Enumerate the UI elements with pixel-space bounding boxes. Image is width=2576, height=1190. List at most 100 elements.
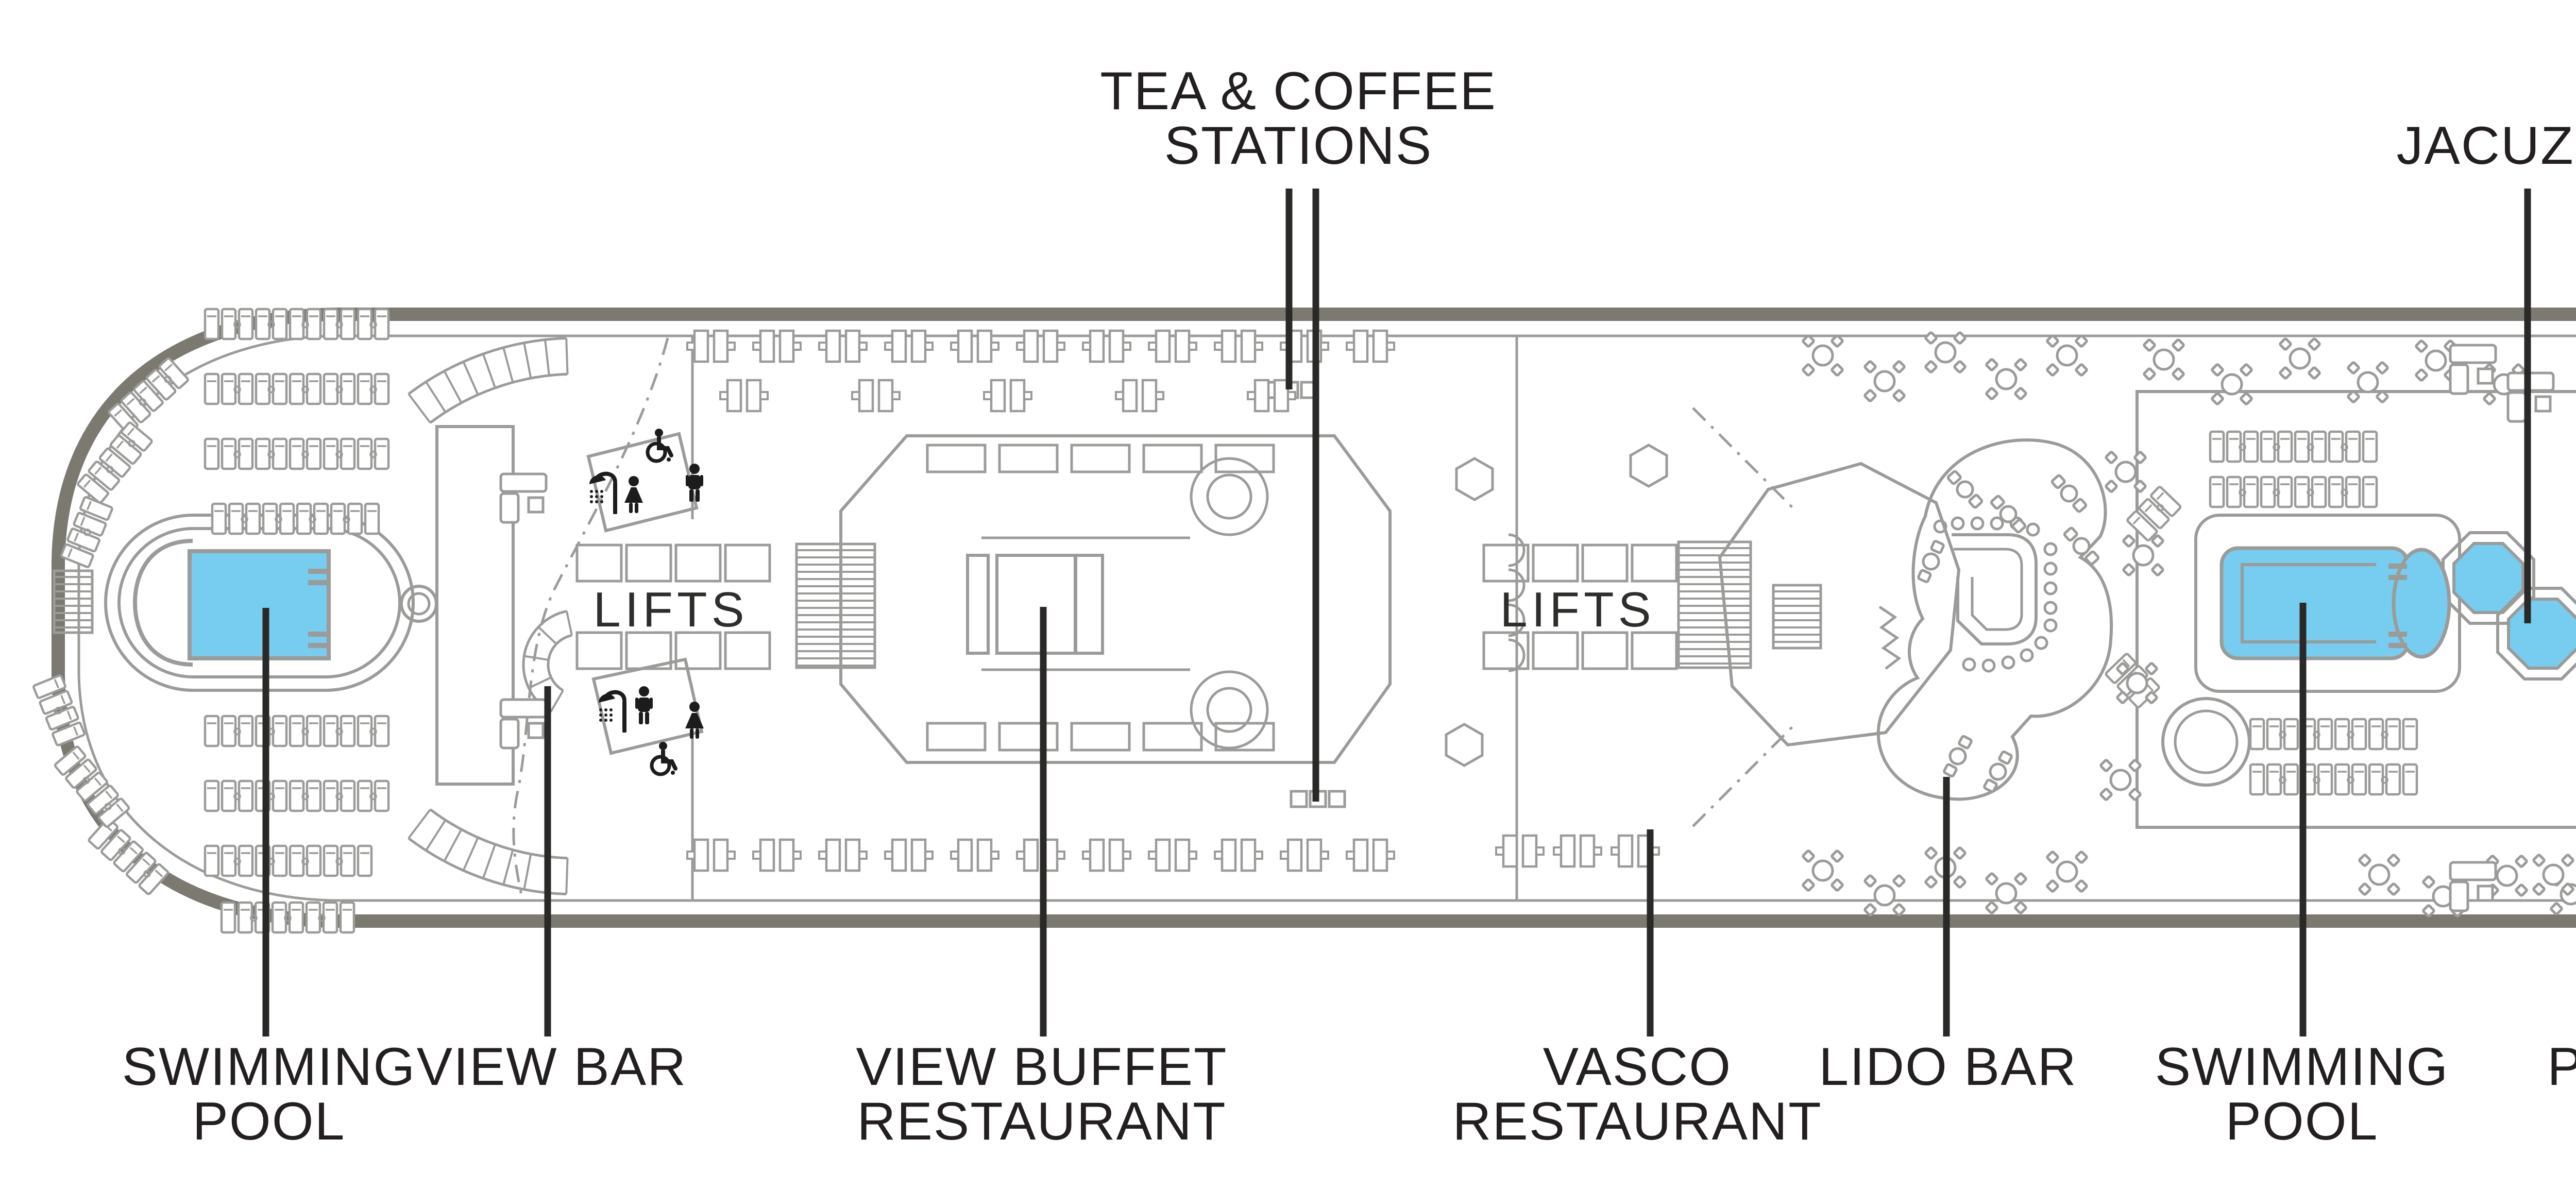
dining-table (1148, 838, 1197, 872)
table-for-two (2050, 474, 2088, 513)
lift-car (1581, 543, 1629, 583)
lift-car (1532, 631, 1579, 670)
tea-coffee-station (1328, 790, 1346, 808)
dining-table (1214, 838, 1263, 872)
table-for-two (2063, 526, 2100, 566)
label-vasco-restaurant-3: VASCO (1543, 1037, 1732, 1097)
dining-table (752, 329, 802, 363)
bar-stool (2043, 562, 2058, 576)
cafe-table (1863, 874, 1906, 916)
buffet-counter (1070, 722, 1131, 752)
pool-ladder (2388, 575, 2407, 580)
dining-table (719, 379, 769, 413)
label-tea-coffee-stations-0: TEA & COFFEE (1100, 61, 1496, 121)
bar-stool (1970, 516, 1985, 531)
pool-ladder (2388, 564, 2407, 569)
sun-loungers (77, 421, 153, 504)
label-swimming-pool-5: POOL (2226, 1092, 2379, 1151)
sofa (2449, 344, 2497, 395)
bar-stool (2043, 542, 2058, 556)
shower-icon (589, 471, 617, 514)
sun-loungers (204, 779, 390, 812)
cafe-table (2116, 662, 2158, 704)
pool-ladder (308, 632, 327, 637)
label-swimming-pool-0: POOL (193, 1092, 346, 1151)
sun-loungers (204, 437, 390, 470)
round-feature-inner (2174, 709, 2239, 774)
cafe-table (1985, 358, 2027, 400)
buffet-counter (926, 722, 987, 752)
table-for-two (1983, 750, 2013, 793)
stairs (795, 542, 876, 669)
dining-table (950, 329, 999, 363)
cafe-table (2358, 854, 2400, 896)
label-vasco-restaurant-3: RESTAURANT (1452, 1092, 1822, 1151)
wall-outline (1718, 462, 1961, 747)
man-icon (686, 464, 703, 502)
lift-car (674, 631, 722, 670)
lido-bar-outline (1876, 438, 2113, 801)
table-for-two (1917, 540, 1945, 583)
dining-table (1495, 834, 1545, 868)
pool-oval-end (2392, 548, 2451, 659)
sun-loungers (2249, 763, 2418, 796)
curved-stairs (522, 609, 573, 713)
cafe-table (2532, 854, 2574, 896)
buffet-counter (1142, 444, 1203, 473)
pictograms (589, 429, 704, 776)
dining-table (752, 838, 802, 872)
dining-table (818, 329, 868, 363)
bar-stool (1951, 516, 1965, 531)
lift-car (674, 543, 722, 583)
wall-rect (995, 554, 1077, 655)
buffet-counter (1214, 444, 1275, 473)
curved-stairs (408, 336, 569, 424)
dining-table (1346, 329, 1395, 363)
lift-lobbies: LIFTSLIFTSLIFTS (575, 543, 1678, 670)
buffet-counter (926, 444, 987, 473)
hexagon-decor (1445, 723, 1484, 767)
bar-stool (2043, 581, 2058, 596)
buffet-round-station (1190, 670, 1269, 750)
cafe-table (1924, 331, 1967, 373)
cafe-table (1802, 849, 1844, 892)
cafe-table (2046, 851, 2088, 893)
cafe-table (2486, 855, 2528, 897)
lift-car (1581, 631, 1629, 670)
buffet-counter (1070, 444, 1131, 473)
label-view-buffet-restaurant-2: RESTAURANT (857, 1092, 1226, 1151)
hexagon-decor (1455, 457, 1494, 501)
scallop-decor (1508, 603, 1526, 637)
wall-outline (591, 657, 704, 755)
cafe-table (1985, 872, 2027, 914)
sun-loungers (32, 674, 86, 746)
pool-ladder (308, 569, 327, 574)
dining-table (1280, 838, 1329, 872)
dining-table (983, 379, 1032, 413)
dining-table (686, 838, 736, 872)
sofa (499, 698, 548, 750)
bar-stool (2043, 601, 2058, 615)
woman-icon (685, 702, 704, 739)
shower-icon (599, 690, 626, 733)
lido-bar-counter-inner (1954, 548, 2023, 631)
wall-rect (1074, 554, 1104, 655)
dining-table (1346, 838, 1395, 872)
wall-outline (586, 432, 699, 533)
jacuzzi-platform (2496, 587, 2576, 681)
label-view-bar-1: VIEW BAR (417, 1037, 687, 1097)
curved-stairs (408, 808, 569, 896)
stairs (53, 569, 94, 634)
deck-furniture (32, 308, 2576, 934)
lift-car (1482, 543, 1530, 583)
man-icon (635, 686, 653, 724)
wall-rect (966, 554, 990, 655)
cafe-table (2099, 759, 2142, 801)
pool-ladder (2388, 643, 2407, 648)
pool-deck-end (132, 539, 193, 667)
bar-stool (2001, 655, 2015, 670)
sun-loungers (2209, 430, 2378, 463)
dining-table (1016, 329, 1065, 363)
cafe-table (2143, 338, 2185, 381)
buffet-counter (998, 444, 1059, 473)
